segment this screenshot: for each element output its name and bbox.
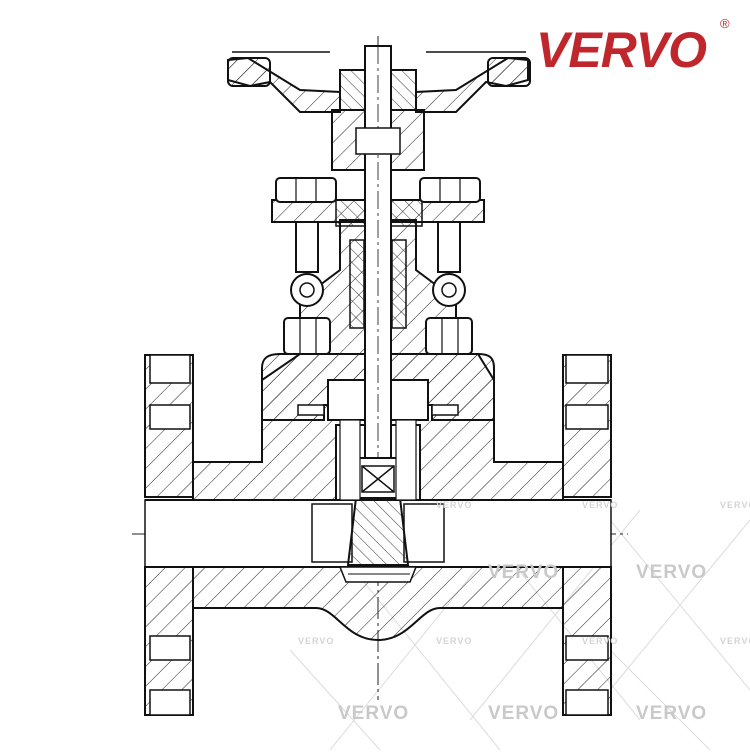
watermark-text: VERVO: [488, 562, 560, 583]
packing-right: [391, 239, 407, 329]
watermark-text: VERVO: [636, 562, 708, 583]
vervo-logo: VERVO ®: [536, 16, 746, 78]
logo-text: VERVO: [536, 22, 707, 78]
watermark-text: VERVO: [488, 703, 560, 724]
seat-ring-right: [403, 503, 445, 563]
watermark-text: VERVO: [338, 703, 410, 724]
registered-mark: ®: [720, 16, 730, 31]
left-flange: [144, 354, 194, 716]
body-lower: [192, 566, 564, 642]
bonnet-gasket-left: [297, 404, 325, 416]
watermark-text: VERVO: [582, 636, 619, 646]
bonnet-gasket-right: [431, 404, 459, 416]
watermark-text: VERVO: [436, 636, 473, 646]
watermark-text: VERVO: [298, 636, 335, 646]
watermark-text: VERVO: [720, 500, 750, 510]
right-flange: [562, 354, 612, 716]
watermark-text: VERVO: [636, 703, 708, 724]
seat-ring-left: [311, 503, 353, 563]
gate-wedge: [346, 497, 410, 566]
gland-nuts: [275, 177, 481, 203]
watermark-text: VERVO: [582, 500, 619, 510]
handwheel: [227, 51, 531, 113]
stem-nut: [355, 127, 401, 155]
watermark-text: VERVO: [436, 500, 473, 510]
watermark-text: VERVO: [720, 636, 750, 646]
packing-left: [349, 239, 365, 329]
